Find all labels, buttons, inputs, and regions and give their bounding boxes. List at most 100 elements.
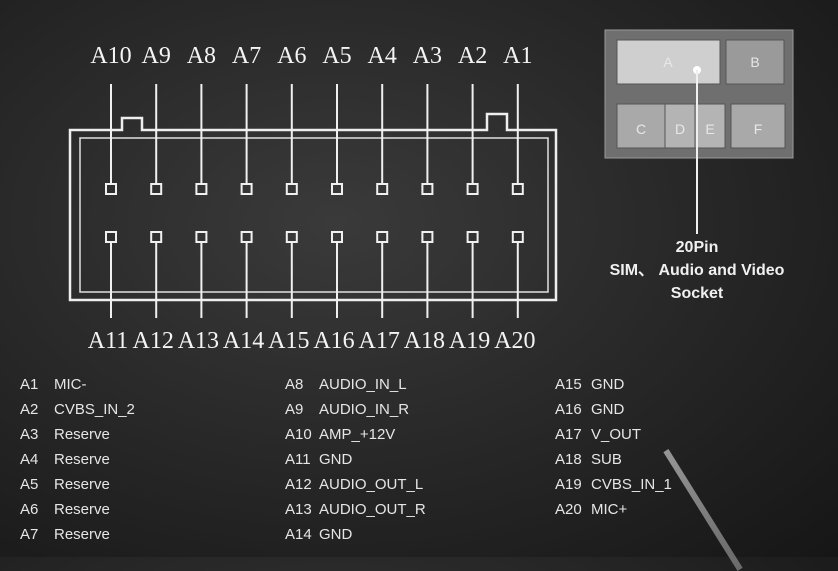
socket-caption-line3: Socket <box>671 285 724 302</box>
legend-signal: AUDIO_IN_L <box>319 376 407 393</box>
bottom-pin-label: A17 <box>359 328 400 354</box>
socket-cell-label-c: C <box>636 121 646 137</box>
legend-signal: V_OUT <box>591 426 642 443</box>
legend-pin: A6 <box>20 501 39 518</box>
socket-cell-e <box>694 103 726 149</box>
bottom-pin-pad <box>240 231 253 243</box>
top-pin-pad <box>105 183 117 195</box>
legend-pin: A9 <box>285 401 304 418</box>
legend-row: A10 AMP_+12V <box>285 422 426 447</box>
legend-pin: A2 <box>20 401 39 418</box>
top-pin-label: A1 <box>503 43 532 69</box>
legend-signal: GND <box>591 401 625 418</box>
legend-signal: Reserve <box>54 451 110 468</box>
socket-caption-line2: SIM、 Audio and Video <box>610 262 785 279</box>
bottom-pin-label: A16 <box>313 328 354 354</box>
legend-row: A13 AUDIO_OUT_R <box>285 497 426 522</box>
top-pin-label: A9 <box>142 43 171 69</box>
top-pin-label: A4 <box>368 43 397 69</box>
legend-row: A15 GND <box>555 372 672 397</box>
legend-row: A17 V_OUT <box>555 422 672 447</box>
socket-cell-label-e: E <box>705 121 714 137</box>
legend-row: A8 AUDIO_IN_L <box>285 372 426 397</box>
socket-cell-label-a: A <box>663 54 673 70</box>
top-pin-pad <box>240 183 253 195</box>
legend-signal: CVBS_IN_1 <box>591 476 672 493</box>
legend-pin: A18 <box>555 451 582 468</box>
socket-cell-b <box>725 39 785 85</box>
bottom-pin-pad <box>105 231 117 243</box>
legend-row: A18 SUB <box>555 447 672 472</box>
socket-caption-line1: 20Pin <box>676 239 719 256</box>
legend-signal: AMP_+12V <box>319 426 396 443</box>
bottom-pin-label: A14 <box>223 328 264 354</box>
legend-signal: Reserve <box>54 526 110 543</box>
legend-pin: A8 <box>285 376 304 393</box>
bottom-pin-pad <box>376 231 389 243</box>
socket-cell-label-f: F <box>754 121 763 137</box>
top-pin-label: A6 <box>277 43 306 69</box>
bottom-pin-pad <box>285 231 298 243</box>
socket-cell-label-b: B <box>750 54 759 70</box>
bottom-pin-pad <box>150 231 163 243</box>
bottom-pin-label: A13 <box>178 328 219 354</box>
top-pin-label: A10 <box>90 43 131 69</box>
top-pin-label: A5 <box>322 43 351 69</box>
top-pin-pad <box>150 183 163 195</box>
top-pin-pad <box>195 183 208 195</box>
socket-block: A B C D E F 20Pin SIM、 Audio and Video S… <box>604 29 794 302</box>
top-pin-pad <box>466 183 479 195</box>
legend-signal: GND <box>319 526 353 543</box>
bottom-pin-label: A19 <box>449 328 490 354</box>
legend-signal: Reserve <box>54 501 110 518</box>
legend-pin: A16 <box>555 401 582 418</box>
top-pin-pad <box>511 183 524 195</box>
top-pin-pad <box>285 183 298 195</box>
legend-row: A14 GND <box>285 522 426 547</box>
socket-cell-a <box>616 39 721 85</box>
legend-pin: A5 <box>20 476 39 493</box>
top-pin-pad <box>421 183 434 195</box>
top-pin-label: A2 <box>458 43 487 69</box>
top-pin-pad <box>376 183 389 195</box>
legend-pin: A10 <box>285 426 312 443</box>
legend-pin: A11 <box>285 451 311 468</box>
top-pin-label: A8 <box>187 43 216 69</box>
bottom-pin-label: A15 <box>268 328 309 354</box>
bottom-pin-label: A18 <box>404 328 445 354</box>
legend-row: A9 AUDIO_IN_R <box>285 397 426 422</box>
legend-pin: A15 <box>555 376 582 393</box>
bottom-pin-pad <box>511 231 524 243</box>
legend-row: A6 Reserve <box>20 497 135 522</box>
connector-outline <box>68 112 558 302</box>
connector-inner-outline <box>79 137 549 293</box>
legend-signal: SUB <box>591 451 622 468</box>
legend-row: A11 GND <box>285 447 426 472</box>
legend-pin: A17 <box>555 426 582 443</box>
legend-signal: AUDIO_IN_R <box>319 401 410 418</box>
socket-cell-label-d: D <box>675 121 685 137</box>
legend-pin: A3 <box>20 426 39 443</box>
legend-pin: A13 <box>285 501 312 518</box>
bottom-pin-pad <box>466 231 479 243</box>
top-pin-label: A7 <box>232 43 261 69</box>
legend-signal: Reserve <box>54 476 110 493</box>
legend-signal: GND <box>591 376 625 393</box>
legend-row: A5 Reserve <box>20 472 135 497</box>
legend-signal: GND <box>319 451 353 468</box>
legend-pin: A1 <box>20 376 39 393</box>
top-pin-label: A3 <box>413 43 442 69</box>
legend-pin: A14 <box>285 526 312 543</box>
legend-row: A16 GND <box>555 397 672 422</box>
legend-signal: MIC+ <box>591 501 628 518</box>
legend-signal: AUDIO_OUT_R <box>319 501 426 518</box>
